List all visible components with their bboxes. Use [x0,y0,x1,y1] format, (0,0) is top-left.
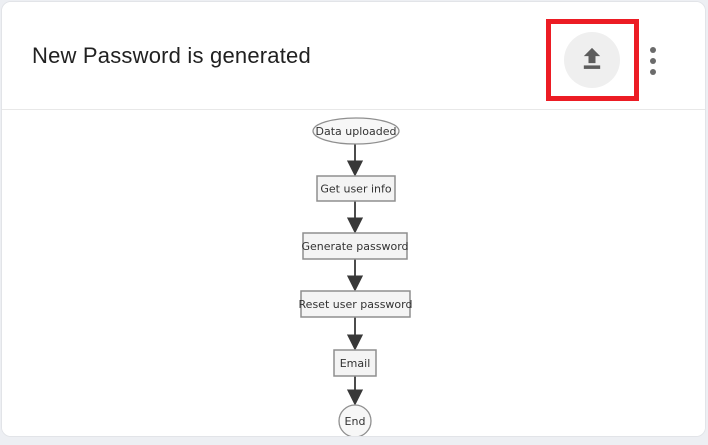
upload-icon [578,45,606,76]
flowchart-svg: Data uploaded Get user info Generate pas… [299,117,413,436]
node-end: End [338,404,372,436]
node-data-uploaded: Data uploaded [312,117,400,145]
svg-text:Get user info: Get user info [320,183,391,196]
more-options-button[interactable] [640,40,666,82]
page-title: New Password is generated [32,42,311,68]
flowchart-canvas: Data uploaded Get user info Generate pas… [2,110,705,436]
workflow-card: New Password is generated [1,1,706,437]
node-generate-password: Generate password [301,232,409,260]
node-get-user-info: Get user info [316,175,396,202]
node-email: Email [333,349,377,377]
kebab-menu-icon [650,47,656,53]
svg-text:Generate password: Generate password [301,240,408,253]
node-reset-user-password: Reset user password [299,290,413,318]
svg-text:Data uploaded: Data uploaded [316,125,397,138]
svg-text:Email: Email [340,357,371,370]
svg-text:Reset user password: Reset user password [299,298,413,311]
svg-text:End: End [345,415,366,428]
card-header: New Password is generated [2,2,705,110]
upload-button[interactable] [564,32,620,88]
